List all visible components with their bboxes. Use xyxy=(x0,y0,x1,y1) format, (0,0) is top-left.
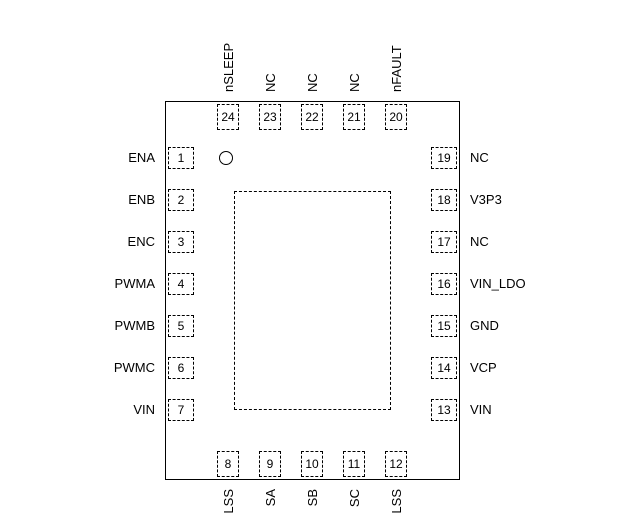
pin-9-box: 9 xyxy=(259,451,281,477)
pin-number: 23 xyxy=(263,110,277,124)
pin-10-label: SB xyxy=(305,489,320,507)
pin-number: 22 xyxy=(305,110,319,124)
pin-18-box: 18 xyxy=(431,189,457,211)
pin-number: 1 xyxy=(177,151,185,165)
pin-number: 19 xyxy=(437,151,451,165)
pin-number: 14 xyxy=(437,361,451,375)
pin-11-box: 11 xyxy=(343,451,365,477)
pin-1-label: ENA xyxy=(128,150,155,165)
pin-number: 2 xyxy=(177,193,185,207)
package-outline xyxy=(165,101,460,480)
pin-number: 12 xyxy=(389,457,403,471)
pin-15-box: 15 xyxy=(431,315,457,337)
pin-number: 20 xyxy=(389,110,403,124)
pin-21-label: NC xyxy=(347,73,362,92)
pin-12-box: 12 xyxy=(385,451,407,477)
pin-2-label: ENB xyxy=(128,192,155,207)
pin-3-label: ENC xyxy=(127,234,155,249)
pin-number: 10 xyxy=(305,457,319,471)
pin-number: 11 xyxy=(347,457,361,471)
pin-number: 13 xyxy=(437,403,451,417)
pin-2-box: 2 xyxy=(168,189,194,211)
pin-19-box: 19 xyxy=(431,147,457,169)
pin-4-box: 4 xyxy=(168,273,194,295)
pin-21-box: 21 xyxy=(343,104,365,130)
pin-17-box: 17 xyxy=(431,231,457,253)
pin-23-label: NC xyxy=(263,73,278,92)
pin-4-label: PWMA xyxy=(114,276,155,291)
pin-19-label: NC xyxy=(470,150,489,165)
pin-20-box: 20 xyxy=(385,104,407,130)
pin-3-box: 3 xyxy=(168,231,194,253)
pin-11-label: SC xyxy=(347,489,362,508)
pin-number: 21 xyxy=(347,110,361,124)
pin-17-label: NC xyxy=(470,234,489,249)
pin-7-label: VIN xyxy=(133,402,155,417)
pin-number: 17 xyxy=(437,235,451,249)
pin-number: 8 xyxy=(224,457,232,471)
pin-number: 6 xyxy=(177,361,185,375)
pin-16-label: VIN_LDO xyxy=(470,276,526,291)
pin-13-label: VIN xyxy=(470,402,492,417)
pin-number: 9 xyxy=(266,457,274,471)
pin-5-label: PWMB xyxy=(114,318,155,333)
pin-16-box: 16 xyxy=(431,273,457,295)
pin-13-box: 13 xyxy=(431,399,457,421)
pin1-indicator xyxy=(219,151,233,165)
pin-24-box: 24 xyxy=(217,104,239,130)
pin-18-label: V3P3 xyxy=(470,192,502,207)
pin-number: 15 xyxy=(437,319,451,333)
pin-6-box: 6 xyxy=(168,357,194,379)
pin-23-box: 23 xyxy=(259,104,281,130)
pin-7-box: 7 xyxy=(168,399,194,421)
pin-12-label: LSS xyxy=(389,489,404,514)
pin-number: 7 xyxy=(177,403,185,417)
pin-14-label: VCP xyxy=(470,360,497,375)
pin-9-label: SA xyxy=(263,489,278,507)
pin-number: 3 xyxy=(177,235,185,249)
pin-24-label: nSLEEP xyxy=(221,42,236,92)
pin-number: 24 xyxy=(221,110,235,124)
pin-20-label: nFAULT xyxy=(389,45,404,92)
pin-22-box: 22 xyxy=(301,104,323,130)
pin-number: 18 xyxy=(437,193,451,207)
pin-22-label: NC xyxy=(305,73,320,92)
pin-1-box: 1 xyxy=(168,147,194,169)
pin-8-box: 8 xyxy=(217,451,239,477)
pin-15-label: GND xyxy=(470,318,499,333)
pin-10-box: 10 xyxy=(301,451,323,477)
pin-5-box: 5 xyxy=(168,315,194,337)
pin-6-label: PWMC xyxy=(113,360,155,375)
pin-number: 16 xyxy=(437,277,451,291)
thermal-pad xyxy=(234,191,391,410)
pin-number: 4 xyxy=(177,277,185,291)
pin-8-label: LSS xyxy=(221,489,236,514)
pin-number: 5 xyxy=(177,319,185,333)
pin-14-box: 14 xyxy=(431,357,457,379)
